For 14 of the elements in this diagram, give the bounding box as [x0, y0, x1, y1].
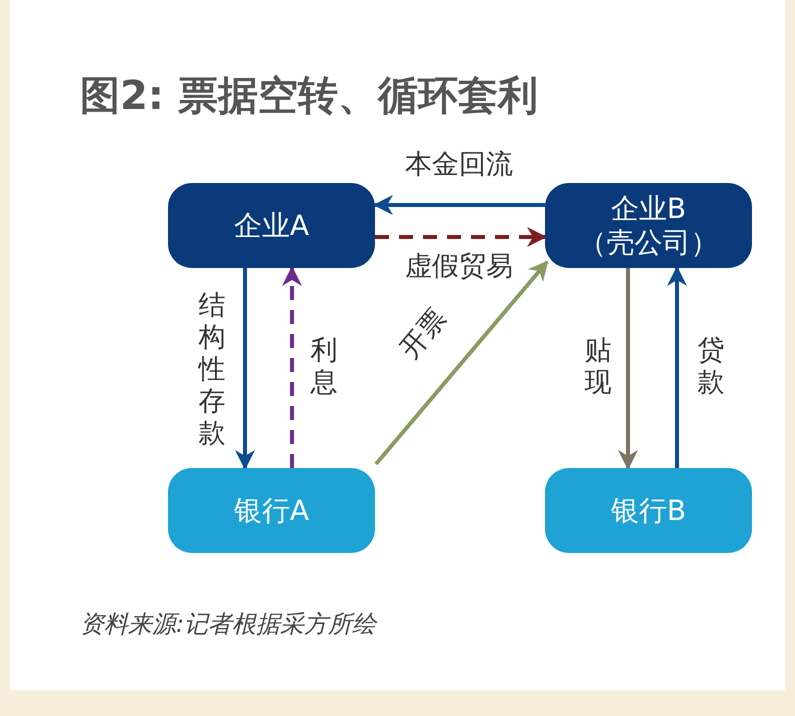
- entity-box: 企业B （壳公司）: [545, 183, 752, 268]
- entity-box: 银行A: [168, 468, 375, 553]
- arrow: [282, 266, 302, 468]
- arrow: [235, 268, 255, 470]
- edge-label: 虚假贸易: [405, 252, 513, 282]
- caption: 资料来源:记者根据采方所绘: [80, 609, 376, 640]
- arrow: [374, 260, 549, 466]
- entity-box: 银行B: [545, 468, 752, 553]
- arrow: [375, 227, 547, 247]
- title: 图2: 票据空转、循环套利: [80, 72, 538, 121]
- arrow: [667, 266, 687, 468]
- arrow: [618, 268, 638, 470]
- arrow: [373, 195, 545, 215]
- entity-box: 企业A: [168, 183, 375, 268]
